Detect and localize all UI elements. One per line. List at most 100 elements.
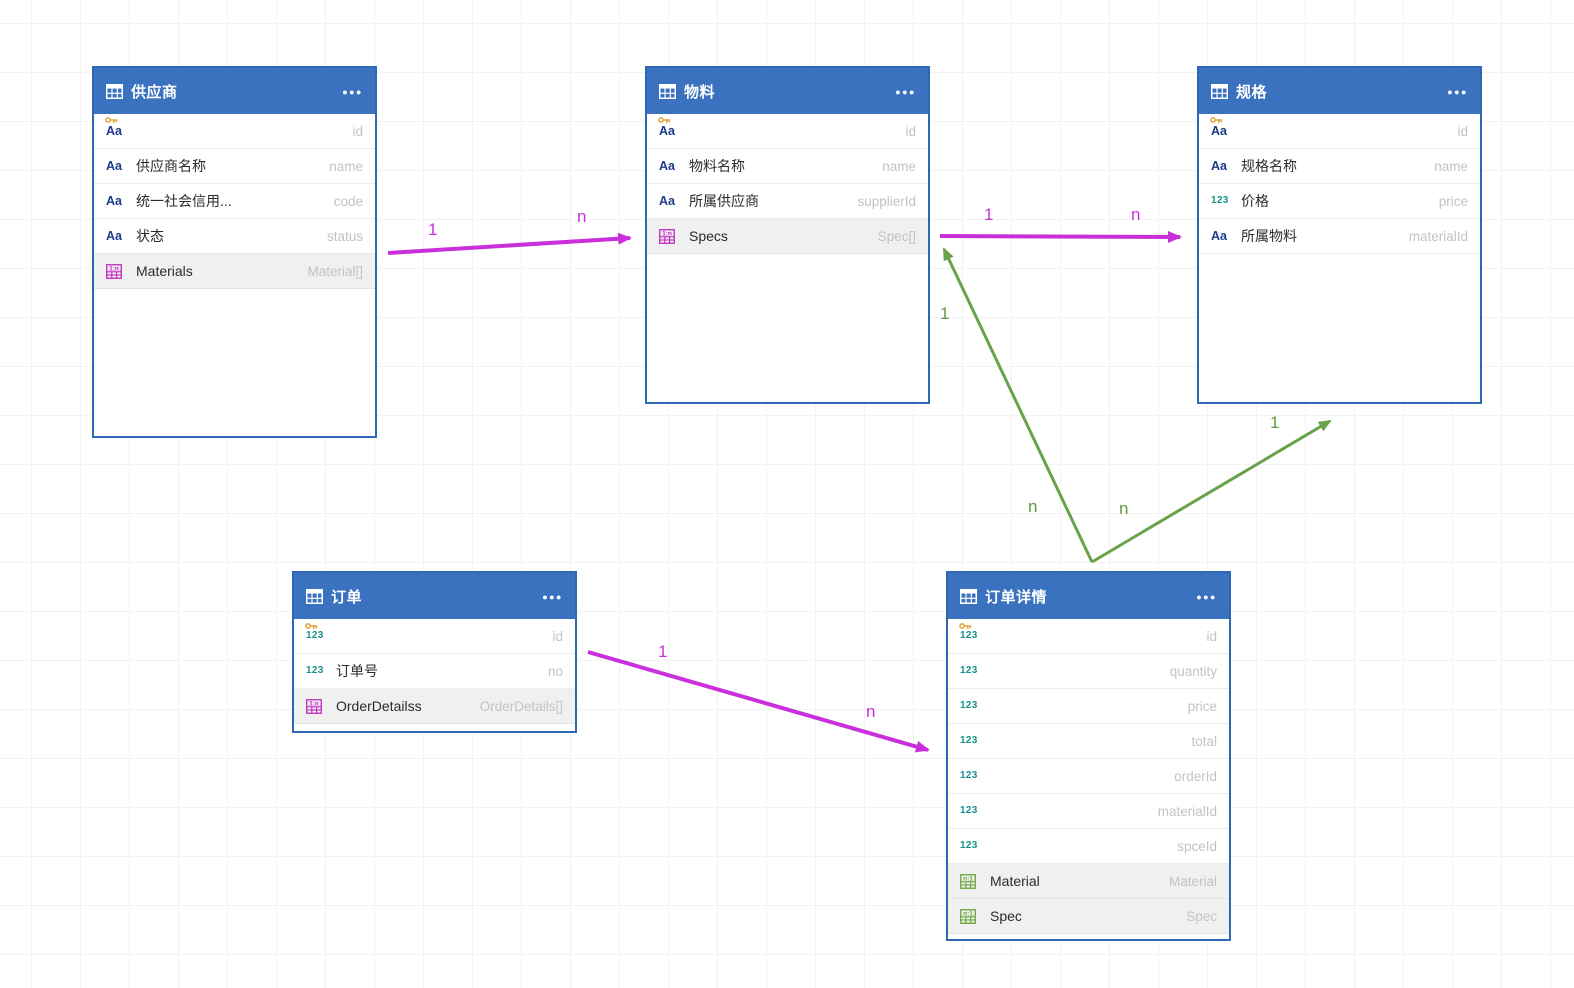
table-icon <box>659 83 676 99</box>
table-header[interactable]: 物料 ●●● <box>647 68 928 114</box>
table-icon <box>106 83 123 99</box>
number-type-icon: 123 <box>960 805 978 816</box>
cardinality-label: 1 <box>984 205 993 224</box>
field-row-id[interactable]: Aa id <box>647 114 928 149</box>
number-type-icon: 123 <box>960 665 978 676</box>
relation-table-icon: 1:n <box>659 228 675 244</box>
relation-table-icon: 1:n <box>106 263 122 279</box>
table-menu-button[interactable]: ●●● <box>342 86 363 97</box>
relation-row-materials[interactable]: 1:n Materials Material[] <box>94 254 375 289</box>
entity-table-orderdetail[interactable]: 订单详情 ●●● 123 id 123 quanti <box>946 571 1231 941</box>
field-label: 规格名称 <box>1241 158 1297 174</box>
field-row-id[interactable]: 123 id <box>948 619 1229 654</box>
table-menu-button[interactable]: ●●● <box>1196 591 1217 602</box>
field-type: total <box>1191 733 1217 749</box>
relation-row-specs[interactable]: 1:n Specs Spec[] <box>647 219 928 254</box>
field-row-supplierid[interactable]: Aa 所属供应商 supplierId <box>647 184 928 219</box>
field-row-materialid[interactable]: 123 materialId <box>948 794 1229 829</box>
field-type: Spec[] <box>877 228 916 244</box>
field-type: id <box>1457 123 1468 139</box>
field-type: name <box>1434 158 1468 174</box>
field-row-quantity[interactable]: 123 quantity <box>948 654 1229 689</box>
table-header[interactable]: 供应商 ●●● <box>94 68 375 114</box>
field-type: quantity <box>1169 663 1217 679</box>
field-type: id <box>552 628 563 644</box>
field-row-id[interactable]: Aa id <box>1199 114 1480 149</box>
entity-table-order[interactable]: 订单 ●●● 123 id 123 订单号 no <box>292 571 577 733</box>
relation-row-spec[interactable]: n:1 Spec Spec <box>948 899 1229 934</box>
field-row-status[interactable]: Aa 状态 status <box>94 219 375 254</box>
field-row-no[interactable]: 123 订单号 no <box>294 654 575 689</box>
field-label: 状态 <box>136 228 164 244</box>
number-type-icon: 123 <box>960 735 978 746</box>
svg-text:1:n: 1:n <box>309 700 319 707</box>
table-menu-button[interactable]: ●●● <box>895 86 916 97</box>
field-row-total[interactable]: 123 total <box>948 724 1229 759</box>
relation-arrow-orderdetail-material[interactable]: 1 n <box>940 247 1094 563</box>
field-label: 物料名称 <box>689 158 745 174</box>
field-type: id <box>1206 628 1217 644</box>
cardinality-label: n <box>1028 497 1037 516</box>
table-title: 订单详情 <box>985 588 1048 606</box>
field-type: price <box>1438 193 1468 209</box>
cardinality-label: n <box>1131 205 1140 224</box>
table-icon <box>1211 83 1228 99</box>
relation-arrow-order-orderdetail[interactable]: 1 n <box>587 642 930 753</box>
field-row-name[interactable]: Aa 规格名称 name <box>1199 149 1480 184</box>
field-type: spceId <box>1177 838 1217 854</box>
field-type: status <box>326 228 363 244</box>
number-type-icon: 123 <box>960 840 978 851</box>
relation-table-icon: n:1 <box>960 873 976 889</box>
table-menu-button[interactable]: ●●● <box>1447 86 1468 97</box>
svg-text:n:1: n:1 <box>963 910 973 917</box>
field-type: materialId <box>1408 228 1468 244</box>
field-row-id[interactable]: Aa id <box>94 114 375 149</box>
relation-table-icon: n:1 <box>960 908 976 924</box>
table-title: 订单 <box>331 588 363 606</box>
field-type: Material[] <box>307 263 363 279</box>
field-row-name[interactable]: Aa 供应商名称 name <box>94 149 375 184</box>
relation-row-material[interactable]: n:1 Material Material <box>948 864 1229 899</box>
number-type-icon: 123 <box>960 700 978 711</box>
field-type: code <box>333 193 363 209</box>
field-label: Materials <box>136 263 193 279</box>
table-header[interactable]: 订单详情 ●●● <box>948 573 1229 619</box>
field-type: Material <box>1168 873 1217 889</box>
svg-text:n:1: n:1 <box>963 875 973 882</box>
number-type-icon: 123 <box>306 630 324 641</box>
text-type-icon: Aa <box>1211 158 1227 173</box>
field-row-id[interactable]: 123 id <box>294 619 575 654</box>
text-type-icon: Aa <box>106 123 122 138</box>
relation-arrow-orderdetail-spec[interactable]: n 1 <box>1091 413 1332 564</box>
cardinality-label: 1 <box>658 642 667 661</box>
field-row-price[interactable]: 123 价格 price <box>1199 184 1480 219</box>
field-row-price[interactable]: 123 price <box>948 689 1229 724</box>
entity-table-material[interactable]: 物料 ●●● Aa id Aa 物料名称 name <box>645 66 930 404</box>
table-header[interactable]: 规格 ●●● <box>1199 68 1480 114</box>
number-type-icon: 123 <box>960 770 978 781</box>
primary-key-icon <box>105 116 118 123</box>
entity-table-supplier[interactable]: 供应商 ●●● Aa id Aa 供应商名称 name <box>92 66 377 438</box>
number-type-icon: 123 <box>960 630 978 641</box>
field-label: 供应商名称 <box>136 158 206 174</box>
field-type: price <box>1187 698 1217 714</box>
field-label: 所属物料 <box>1241 228 1297 244</box>
text-type-icon: Aa <box>1211 228 1227 243</box>
field-row-name[interactable]: Aa 物料名称 name <box>647 149 928 184</box>
relation-row-orderdetailss[interactable]: 1:n OrderDetailss OrderDetails[] <box>294 689 575 724</box>
table-menu-button[interactable]: ●●● <box>542 591 563 602</box>
relation-arrow-supplier-material[interactable]: 1 n <box>387 207 632 255</box>
table-header[interactable]: 订单 ●●● <box>294 573 575 619</box>
relation-arrow-material-spec[interactable]: 1 n <box>939 205 1182 243</box>
table-title: 供应商 <box>131 83 178 101</box>
field-row-orderid[interactable]: 123 orderId <box>948 759 1229 794</box>
svg-text:1:n: 1:n <box>109 265 119 272</box>
primary-key-icon <box>305 623 318 630</box>
field-row-code[interactable]: Aa 统一社会信用... code <box>94 184 375 219</box>
field-row-materialid[interactable]: Aa 所属物料 materialId <box>1199 219 1480 254</box>
field-row-spceid[interactable]: 123 spceId <box>948 829 1229 864</box>
field-type: supplierId <box>857 193 916 209</box>
field-label: 统一社会信用... <box>136 193 232 209</box>
entity-table-spec[interactable]: 规格 ●●● Aa id Aa 规格名称 name <box>1197 66 1482 404</box>
